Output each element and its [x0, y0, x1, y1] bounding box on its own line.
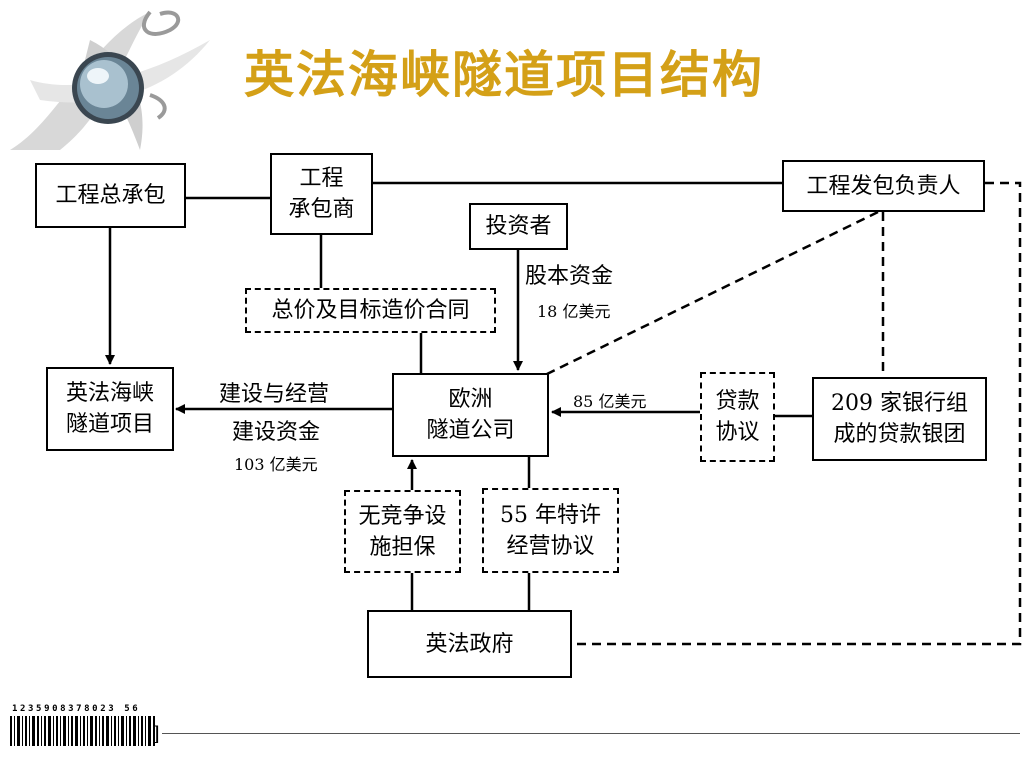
build-funds-label: 建设资金	[232, 420, 321, 445]
general-contract-box: 工程总承包	[35, 163, 186, 228]
no-compete-guarantee-box: 无竞争设 施担保	[344, 490, 461, 573]
owner-label: 工程发包负责人	[806, 173, 961, 199]
build-operate-label: 建设与经营	[219, 382, 330, 407]
general-contract-label: 工程总承包	[55, 183, 166, 208]
project-label-line1: 英法海峡	[65, 381, 154, 406]
loan-agreement-box: 贷款 协议	[700, 372, 775, 462]
investor-label: 投资者	[485, 214, 552, 239]
loan-label-line2: 协议	[715, 420, 760, 445]
footer-divider	[162, 733, 1020, 734]
no-compete-label-line1: 无竞争设	[358, 503, 447, 529]
equity-amount-label: 18 亿美元	[537, 302, 611, 321]
contractor-box: 工程 承包商	[270, 153, 373, 235]
barcode-bracket: ]	[152, 721, 160, 745]
lump-sum-contract-box: 总价及目标造价合同	[245, 288, 496, 333]
banks-label-line1: 209 家银行组	[831, 391, 968, 416]
no-compete-label-line2: 施担保	[369, 534, 436, 560]
lump-sum-contract-label: 总价及目标造价合同	[271, 298, 470, 323]
logo-emblem	[10, 10, 210, 150]
page-title: 英法海峡隧道项目结构	[244, 45, 764, 104]
eurotunnel-label-line1: 欧洲	[448, 387, 493, 412]
concession-label-line1: 55 年特许	[500, 502, 601, 528]
contractor-label-line1: 工程	[299, 166, 344, 191]
eurotunnel-company-box: 欧洲 隧道公司	[392, 373, 549, 457]
investor-box: 投资者	[469, 203, 568, 250]
build-amount-label: 103 亿美元	[234, 455, 318, 474]
loan-amount-label: 85 亿美元	[573, 392, 647, 411]
governments-box: 英法政府	[367, 610, 572, 678]
equity-label: 股本资金	[525, 264, 614, 289]
concession-agreement-box: 55 年特许 经营协议	[482, 488, 619, 573]
project-label-line2: 隧道项目	[65, 412, 154, 437]
banks-label-line2: 成的贷款银团	[833, 422, 966, 447]
owner-box: 工程发包负责人	[782, 160, 985, 212]
channel-tunnel-project-box: 英法海峡 隧道项目	[46, 367, 174, 451]
barcode-digits: 1235908378023 56	[12, 704, 141, 714]
barcode-icon	[10, 716, 155, 746]
concession-label-line2: 经营协议	[506, 533, 595, 559]
eurotunnel-label-line2: 隧道公司	[426, 418, 515, 443]
loan-label-line1: 贷款	[715, 389, 760, 414]
governments-label: 英法政府	[425, 631, 514, 657]
contractor-label-line2: 承包商	[288, 197, 355, 222]
bank-syndicate-box: 209 家银行组 成的贷款银团	[812, 377, 987, 461]
